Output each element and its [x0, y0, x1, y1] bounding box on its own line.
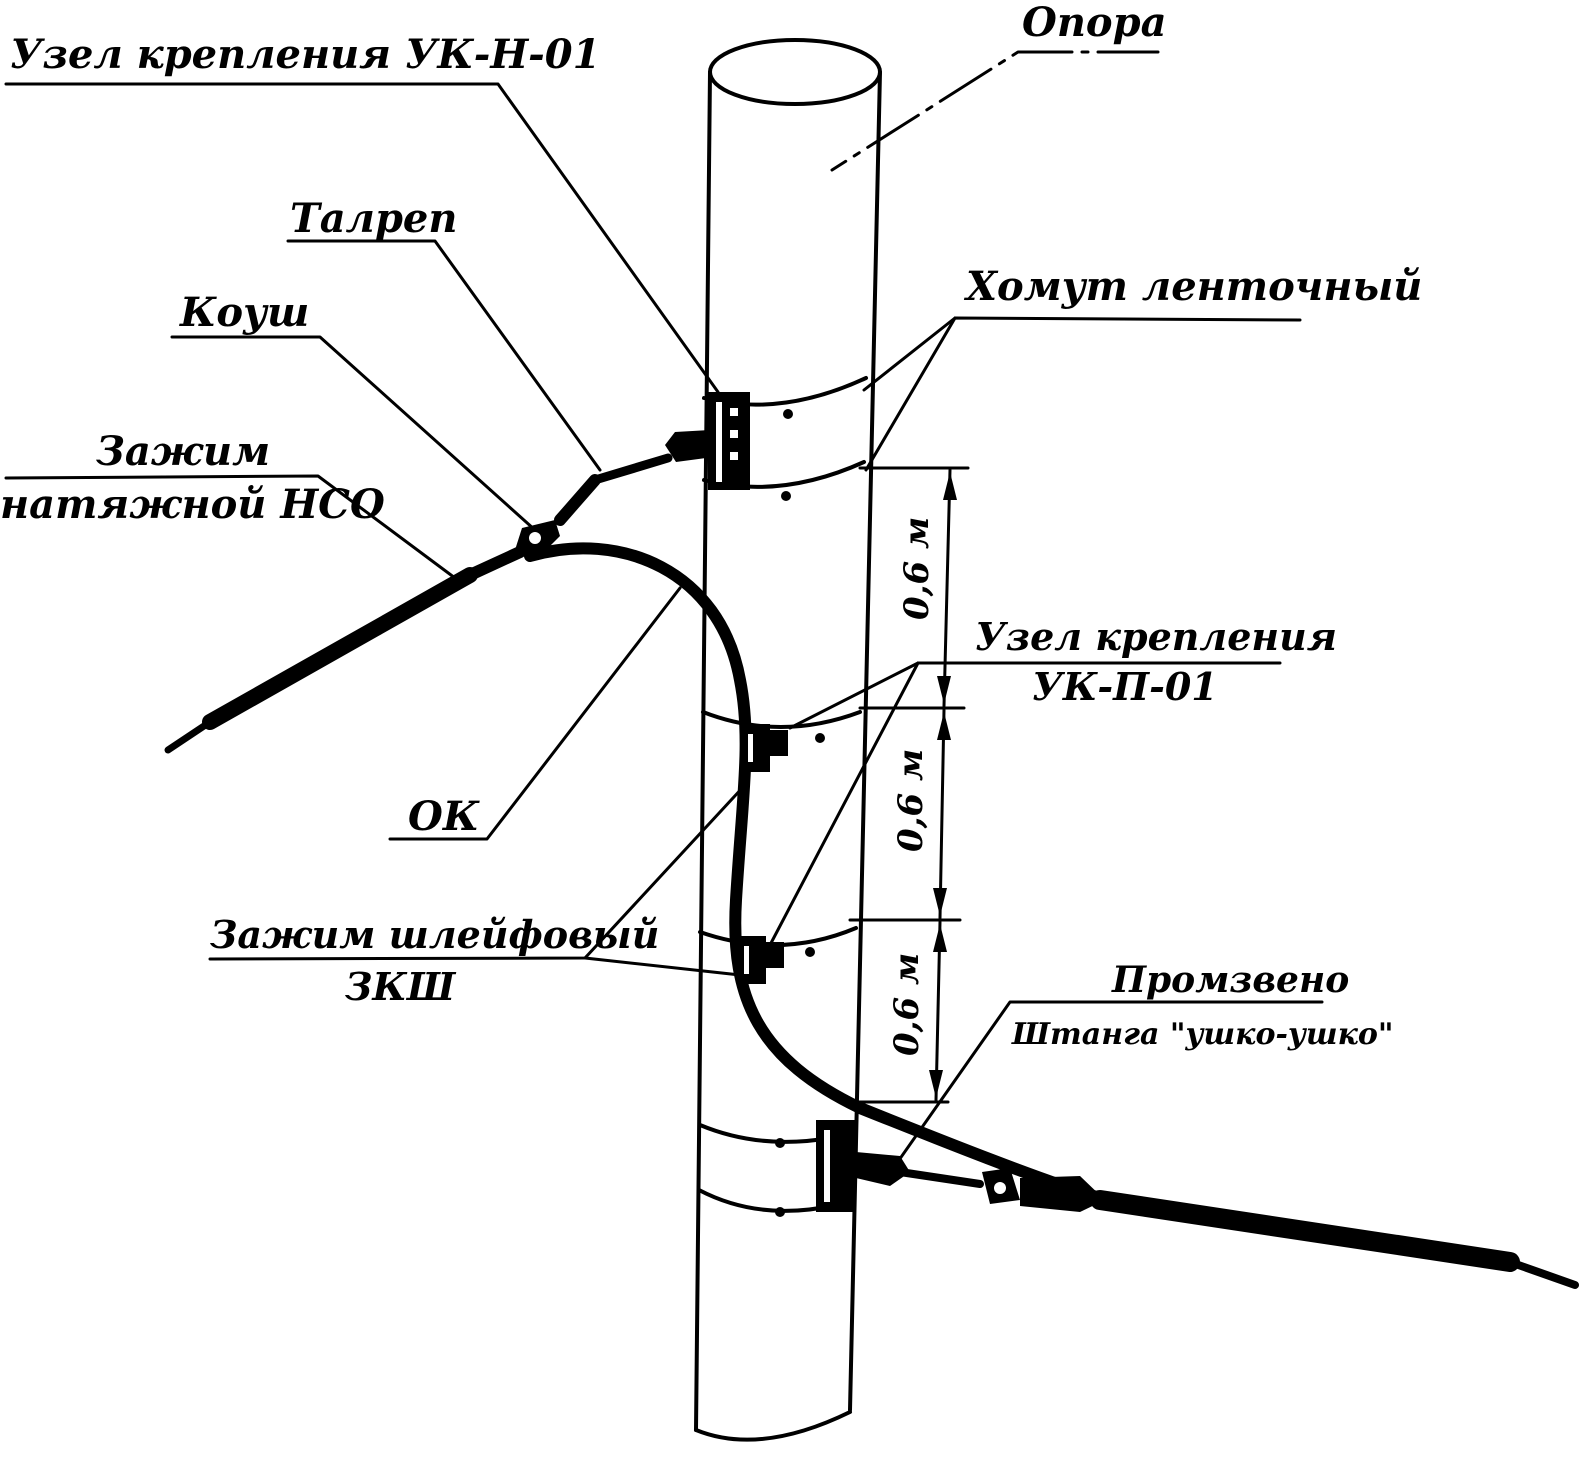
bottom-assembly-drawing — [816, 1120, 1579, 1289]
arrow-up-icon — [943, 472, 957, 500]
leader-dead-end-assembly — [4, 82, 720, 394]
turnbuckle-drawing — [590, 453, 673, 485]
label-tension-clamp-2: натяжной НСО — [0, 481, 385, 528]
leader-optical-cable — [388, 586, 682, 841]
dimension-label: 0,6 м — [897, 517, 937, 620]
leader-lines — [4, 50, 1324, 1182]
label-link-2: Штанга "ушко-ушко" — [1011, 1017, 1394, 1052]
dimension-label: 0,6 м — [887, 953, 927, 1056]
band-clamps — [697, 376, 868, 1217]
link-rod-drawing — [896, 1168, 984, 1188]
optical-cable-drawing — [524, 542, 1106, 1204]
leader-thimble — [170, 335, 537, 532]
pole-left-edge — [694, 70, 712, 1432]
leader-band-clamp-1 — [862, 316, 1302, 392]
bracket-hole — [730, 452, 738, 460]
arrow-up-icon — [937, 712, 951, 740]
bracket-highlight — [716, 402, 722, 482]
dimension-lines — [848, 466, 970, 1104]
loop-clamp-zksh — [738, 936, 766, 984]
leader-band-clamp-2 — [864, 316, 957, 472]
bracket-uk-n-01 — [708, 392, 750, 490]
label-suspension-assembly-1: Узел крепления — [975, 614, 1337, 659]
tension-clamp-helix — [202, 567, 478, 730]
label-dead-end-assembly: Узел крепления УК-Н-01 — [10, 31, 600, 78]
label-loop-clamp-2: ЗКШ — [345, 964, 457, 1009]
arrow-down-icon — [937, 676, 951, 704]
label-turnbuckle: Талреп — [290, 195, 457, 242]
band-clamp-6 — [697, 1188, 838, 1213]
leader-link — [883, 1000, 1324, 1182]
dead-end-assembly-drawing — [164, 392, 750, 754]
uk-p-01-bracket — [768, 730, 788, 756]
label-tension-clamp-1: Зажим — [96, 428, 270, 475]
leader-turnbuckle — [286, 239, 602, 472]
tension-clamp-bottom — [1020, 1176, 1105, 1212]
suspension-clamps-drawing — [738, 724, 788, 984]
band-bolt — [775, 1207, 785, 1217]
label-loop-clamp-1: Зажим шлейфовый — [210, 912, 659, 957]
label-optical-cable: ОК — [408, 793, 480, 840]
cable-left-end — [164, 718, 214, 754]
band-bolt — [775, 1138, 785, 1148]
pole-top-ellipse — [708, 38, 882, 106]
cable-right-end — [1506, 1258, 1579, 1289]
bottom-bracket — [816, 1120, 856, 1212]
label-thimble: Коуш — [179, 289, 309, 336]
leader-tension-clamp — [4, 474, 457, 580]
bracket-hole — [730, 430, 738, 438]
uk-p-01-bracket — [764, 942, 784, 968]
thimble-eye — [994, 1182, 1006, 1194]
tension-clamp-helix-bottom — [1090, 1190, 1520, 1272]
band-bolt — [783, 409, 793, 419]
band-bolt — [805, 947, 815, 957]
label-band-clamp: Хомут ленточный — [963, 263, 1422, 310]
arrow-down-icon — [933, 888, 947, 916]
band-clamp-3 — [701, 710, 862, 729]
thimble-eye — [529, 532, 541, 544]
leader-support — [830, 50, 1160, 172]
dimension-label: 0,6 м — [891, 749, 931, 852]
dim-line-1 — [942, 468, 952, 708]
dim-line-2 — [938, 708, 946, 920]
arrow-up-icon — [933, 924, 947, 952]
shackle — [665, 430, 710, 462]
clamp-highlight — [748, 734, 753, 762]
link-rod-eye — [856, 1152, 910, 1186]
leader-suspension-assembly-2 — [768, 661, 920, 947]
leader-loop-clamp-2 — [583, 956, 742, 977]
band-bolt — [815, 733, 825, 743]
bracket-hole — [730, 408, 738, 416]
turnbuckle-body — [554, 474, 601, 526]
band-clamp-5 — [698, 1123, 832, 1144]
pole-bottom-edge — [694, 1410, 852, 1442]
loop-clamp-zksh — [742, 724, 770, 772]
tension-clamp-drawing — [464, 546, 526, 581]
label-link-1: Промзвено — [1111, 959, 1349, 1001]
arrow-down-icon — [929, 1070, 943, 1098]
clamp-highlight — [744, 946, 749, 974]
bracket-highlight — [824, 1130, 830, 1202]
band-bolt — [781, 491, 791, 501]
label-suspension-assembly-2: УК-П-01 — [1032, 664, 1218, 709]
label-support: Опора — [1022, 0, 1167, 46]
